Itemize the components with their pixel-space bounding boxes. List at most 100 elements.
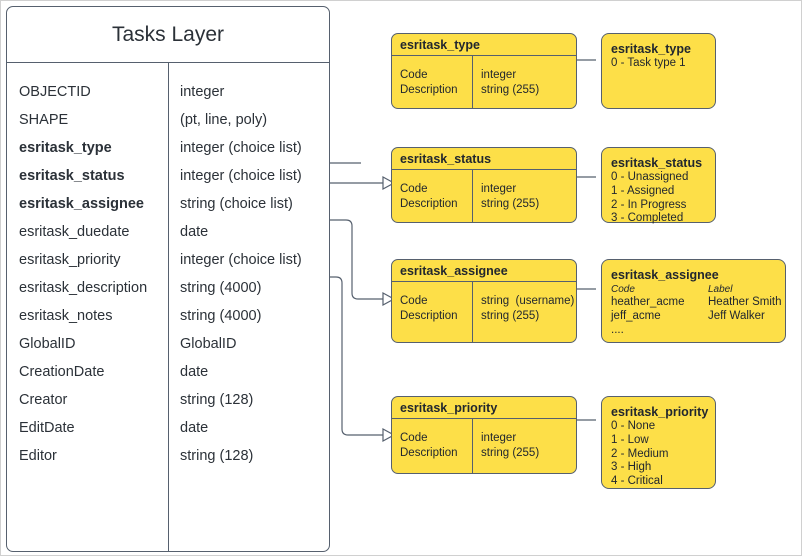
note-line: 0 - Unassigned	[611, 171, 689, 183]
table-title: esritask_assignee	[392, 260, 576, 282]
note-line: 2 - In Progress	[611, 198, 687, 211]
field-name: esritask_priority	[19, 252, 121, 268]
note-line: 2 - Medium	[611, 447, 669, 460]
note-line: 1 - Low	[611, 433, 649, 446]
legend-header-code: Code	[611, 284, 635, 295]
field-row: Creator string (128)	[7, 386, 329, 414]
field-row: esritask_notes string (4000)	[7, 302, 329, 330]
table-title: esritask_status	[392, 148, 576, 170]
table-field-names: Code Description	[400, 69, 458, 96]
note-legend: Code Label heather_acme Heather Smith jeff_a…	[611, 283, 782, 338]
field-name: esritask_type	[19, 140, 112, 156]
note-line: 0 - None	[611, 420, 656, 432]
legend-row: heather_acme Heather Smith	[611, 296, 782, 310]
page-title: Tasks Layer	[7, 7, 329, 63]
field-type: integer (choice list)	[180, 140, 302, 156]
note-title: esritask_status	[611, 156, 703, 170]
field-type: date	[180, 420, 209, 436]
note-esritask-type[interactable]: esritask_type 0 - Task type 1	[601, 33, 716, 109]
field-type: integer (choice list)	[180, 168, 302, 184]
table-body: Code Description integer string (255)	[392, 419, 576, 473]
legend-header-row: Code Label	[611, 283, 776, 296]
table-esritask-type[interactable]: esritask_type Code Description integer s…	[391, 33, 577, 109]
table-column-divider	[472, 56, 473, 108]
field-name: esritask_assignee	[19, 196, 144, 212]
field-type: integer	[180, 84, 225, 100]
field-name: Creator	[19, 392, 68, 408]
table-field-types: integer string (255)	[481, 183, 540, 210]
field-row: CreationDate date	[7, 358, 329, 386]
legend-label: Heather Smith	[708, 296, 782, 308]
field-row: SHAPE (pt, line, poly)	[7, 106, 329, 134]
field-name: SHAPE	[19, 112, 69, 128]
field-row: esritask_description string (4000)	[7, 274, 329, 302]
note-line: 4 - Critical	[611, 475, 663, 488]
note-esritask-assignee[interactable]: esritask_assignee Code Label heather_acme H…	[601, 259, 786, 343]
field-row: esritask_type integer (choice list)	[7, 134, 329, 162]
connector-assignee	[330, 219, 383, 300]
table-title: esritask_type	[392, 34, 576, 56]
field-row: esritask_assignee string (choice list)	[7, 190, 329, 218]
field-type: integer (choice list)	[180, 252, 302, 268]
legend-code: heather_acme	[611, 296, 685, 308]
note-line: 1 - Assigned	[611, 184, 675, 197]
table-field-types: string (username) string (255)	[481, 295, 575, 322]
table-esritask-assignee[interactable]: esritask_assignee Code Description strin…	[391, 259, 577, 343]
field-type: string (128)	[180, 392, 254, 408]
field-row: esritask_priority integer (choice list)	[7, 246, 329, 274]
field-row: Editor string (128)	[7, 442, 329, 470]
field-type: (pt, line, poly)	[180, 112, 268, 128]
layer-column-divider	[168, 63, 169, 551]
legend-code: ....	[611, 323, 624, 336]
legend-row: ....	[611, 324, 776, 338]
table-column-divider	[472, 419, 473, 473]
field-name: CreationDate	[19, 364, 105, 380]
field-type: string (choice list)	[180, 196, 293, 212]
table-field-names: Code Description	[400, 295, 458, 322]
field-type: string (4000)	[180, 280, 262, 296]
field-type: string (128)	[180, 448, 254, 464]
note-line: 0 - Task type 1	[611, 57, 686, 69]
field-row: GlobalID GlobalID	[7, 330, 329, 358]
field-name: OBJECTID	[19, 84, 91, 100]
table-field-types: integer string (255)	[481, 432, 540, 459]
field-name: esritask_status	[19, 168, 125, 184]
note-title: esritask_assignee	[611, 268, 719, 282]
note-lines: 0 - Task type 1	[611, 57, 706, 71]
table-esritask-priority[interactable]: esritask_priority Code Description integ…	[391, 396, 577, 474]
table-title: esritask_priority	[392, 397, 576, 419]
table-esritask-status[interactable]: esritask_status Code Description integer…	[391, 147, 577, 223]
field-name: Editor	[19, 448, 57, 464]
legend-header-label: Label	[708, 284, 733, 295]
field-name: esritask_notes	[19, 308, 113, 324]
field-name: esritask_description	[19, 280, 148, 296]
legend-label: Jeff Walker	[708, 309, 765, 322]
field-type: GlobalID	[180, 336, 237, 352]
note-line: 3 - Completed	[611, 212, 684, 225]
note-title: esritask_type	[611, 42, 691, 56]
field-type: date	[180, 364, 209, 380]
field-type: string (4000)	[180, 308, 262, 324]
table-field-types: integer string (255)	[481, 69, 540, 96]
note-line: 3 - High	[611, 461, 652, 474]
field-row: EditDate date	[7, 414, 329, 442]
legend-code: jeff_acme	[611, 309, 661, 322]
table-body: Code Description integer string (255)	[392, 170, 576, 222]
table-field-names: Code Description	[400, 432, 458, 459]
table-column-divider	[472, 170, 473, 222]
field-name: EditDate	[19, 420, 75, 436]
legend-row: jeff_acme Jeff Walker	[611, 310, 776, 324]
table-body: Code Description integer string (255)	[392, 56, 576, 108]
field-type: date	[180, 224, 209, 240]
field-name: GlobalID	[19, 336, 76, 352]
field-row: esritask_status integer (choice list)	[7, 162, 329, 190]
